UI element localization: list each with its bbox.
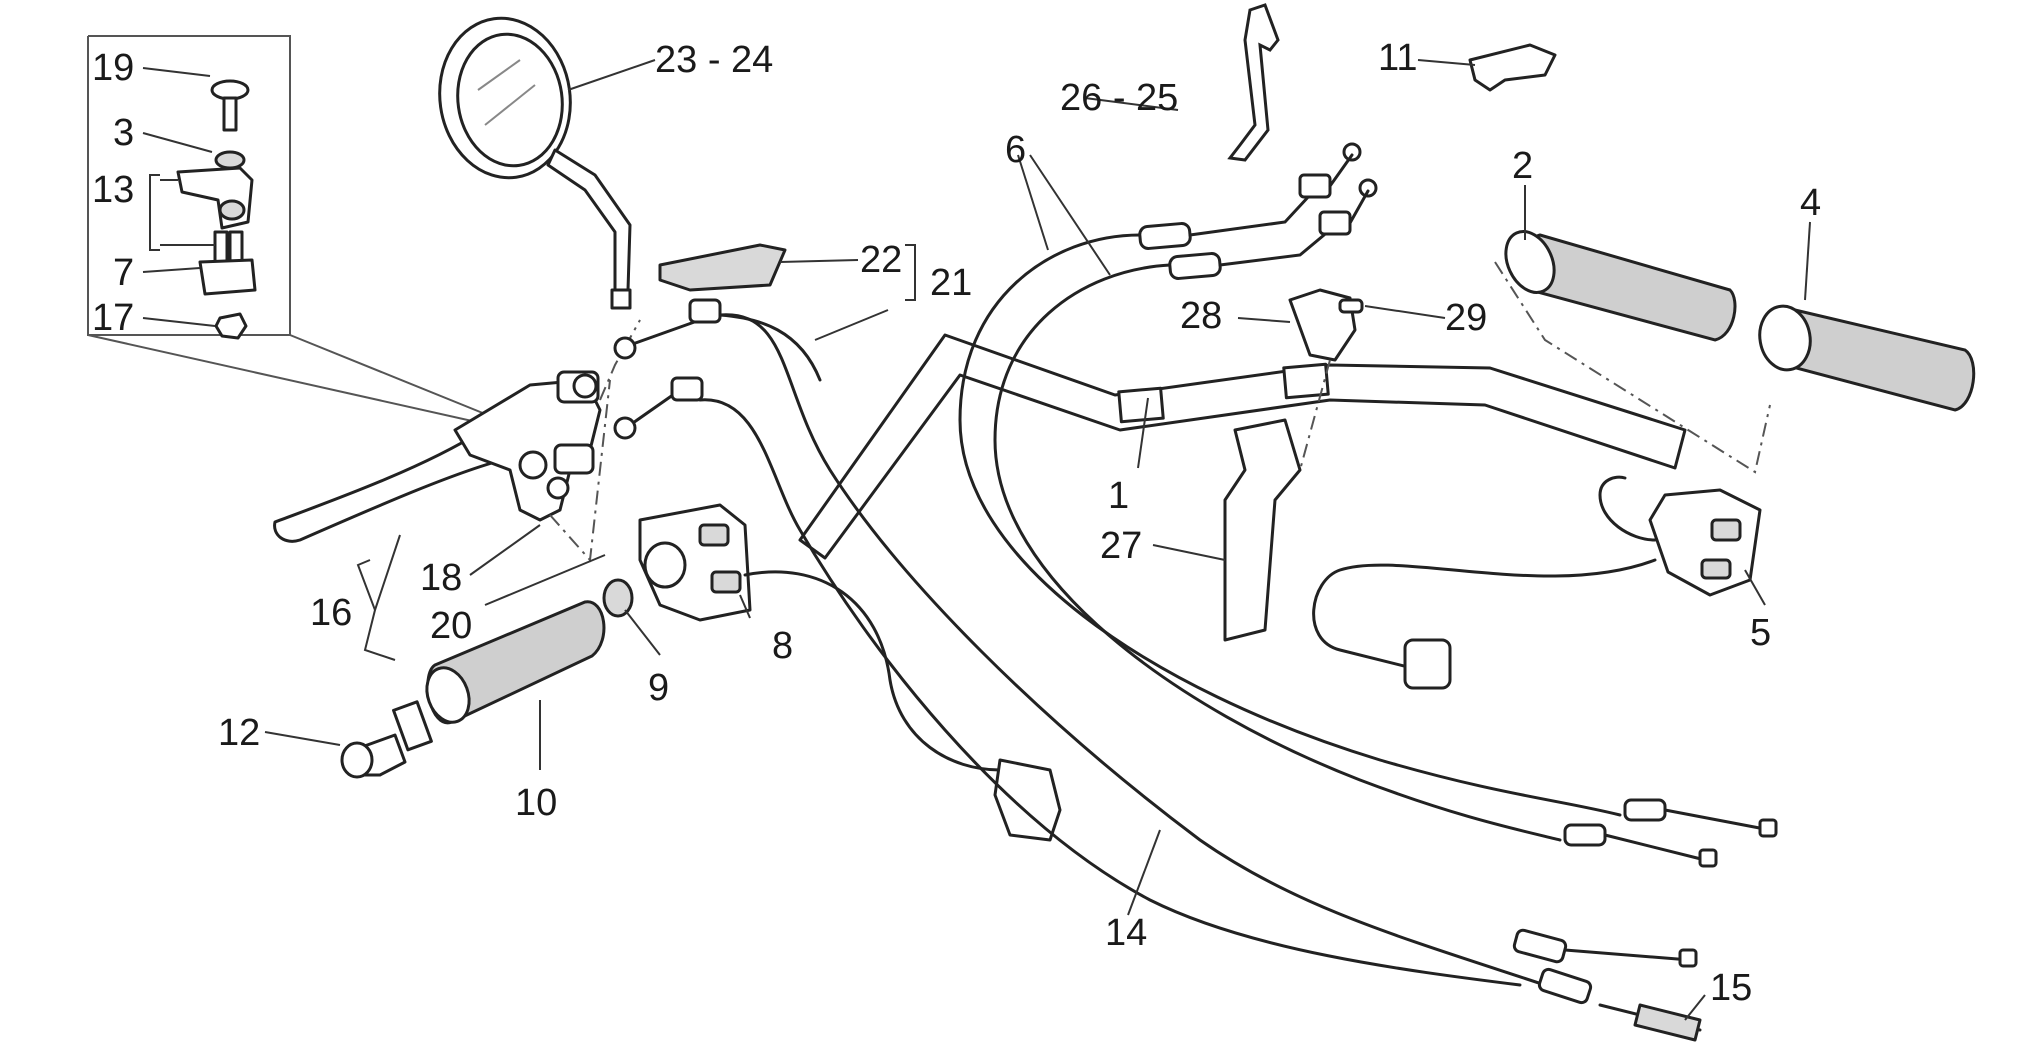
callout-14: 14 [1105, 912, 1147, 954]
washer-9 [602, 578, 634, 618]
callout-16: 16 [310, 592, 352, 634]
riser-27 [1223, 418, 1302, 642]
callout-12: 12 [218, 712, 260, 754]
assembly-line-grip [1494, 261, 1771, 474]
nut-17 [214, 312, 248, 340]
cover-22 [658, 243, 787, 292]
clutch-lever-assembly [273, 370, 602, 543]
right-switch-wire-upper [1598, 475, 1657, 542]
callout-1: 1 [1108, 475, 1129, 517]
callout-2: 2 [1512, 145, 1533, 187]
left-connector [993, 758, 1062, 842]
right-switch-5 [1648, 488, 1762, 597]
cable-14 [698, 313, 1698, 987]
washer-3 [214, 150, 246, 170]
clamp-28-29 [1288, 288, 1364, 362]
clamp-plate-7 [198, 230, 257, 296]
right-switch-wire [1312, 558, 1657, 672]
callout-17: 17 [92, 297, 134, 339]
mirror-23-24 [438, 16, 632, 310]
callout-15: 15 [1710, 967, 1752, 1009]
bracket-26-25 [1227, 3, 1280, 162]
assembly-line-18 [549, 379, 611, 563]
assembly-line-clutch [599, 319, 641, 401]
callout-23-24: 23 - 24 [655, 39, 773, 81]
throttle-cables-6 [958, 142, 1778, 868]
screw-19 [210, 79, 250, 132]
callout-8: 8 [772, 625, 793, 667]
leader-lines [142, 59, 1811, 1021]
callout-21: 21 [930, 262, 972, 304]
callout-28: 28 [1180, 295, 1222, 337]
callout-20: 20 [430, 605, 472, 647]
bar-end-12 [340, 700, 433, 779]
cable-21 [718, 313, 1593, 1005]
callout-4: 4 [1800, 182, 1821, 224]
callout-6: 6 [1005, 129, 1026, 171]
callout-13: 13 [92, 169, 134, 211]
callout-3: 3 [113, 112, 134, 154]
handlebar-1 [798, 333, 1687, 560]
left-switch-8 [638, 503, 752, 622]
callout-labels: 19 3 13 7 17 23 - 24 26 - 25 11 6 2 4 22… [92, 37, 1821, 1009]
callout-27: 27 [1100, 525, 1142, 567]
callout-29: 29 [1445, 297, 1487, 339]
callout-11: 11 [1378, 37, 1417, 79]
throttle-grip-2 [1504, 230, 1737, 342]
callout-9: 9 [648, 667, 669, 709]
spring-15 [1598, 1003, 1702, 1042]
callout-22: 22 [860, 239, 902, 281]
left-grip-10 [425, 600, 606, 725]
callout-7: 7 [113, 252, 134, 294]
inset-detail-box [87, 35, 501, 426]
callout-10: 10 [515, 782, 557, 824]
left-switch-wire [743, 570, 1002, 772]
right-connector [1403, 638, 1452, 690]
callout-19: 19 [92, 47, 134, 89]
callout-26-25: 26 - 25 [1060, 77, 1178, 119]
clamp-bracket-13 [176, 166, 254, 230]
clip-11 [1468, 43, 1557, 92]
lever-cable-ends [613, 298, 722, 440]
callout-5: 5 [1750, 612, 1771, 654]
right-grip-4 [1758, 304, 1976, 412]
callout-18: 18 [420, 557, 462, 599]
assembly-line-28 [1299, 359, 1331, 471]
